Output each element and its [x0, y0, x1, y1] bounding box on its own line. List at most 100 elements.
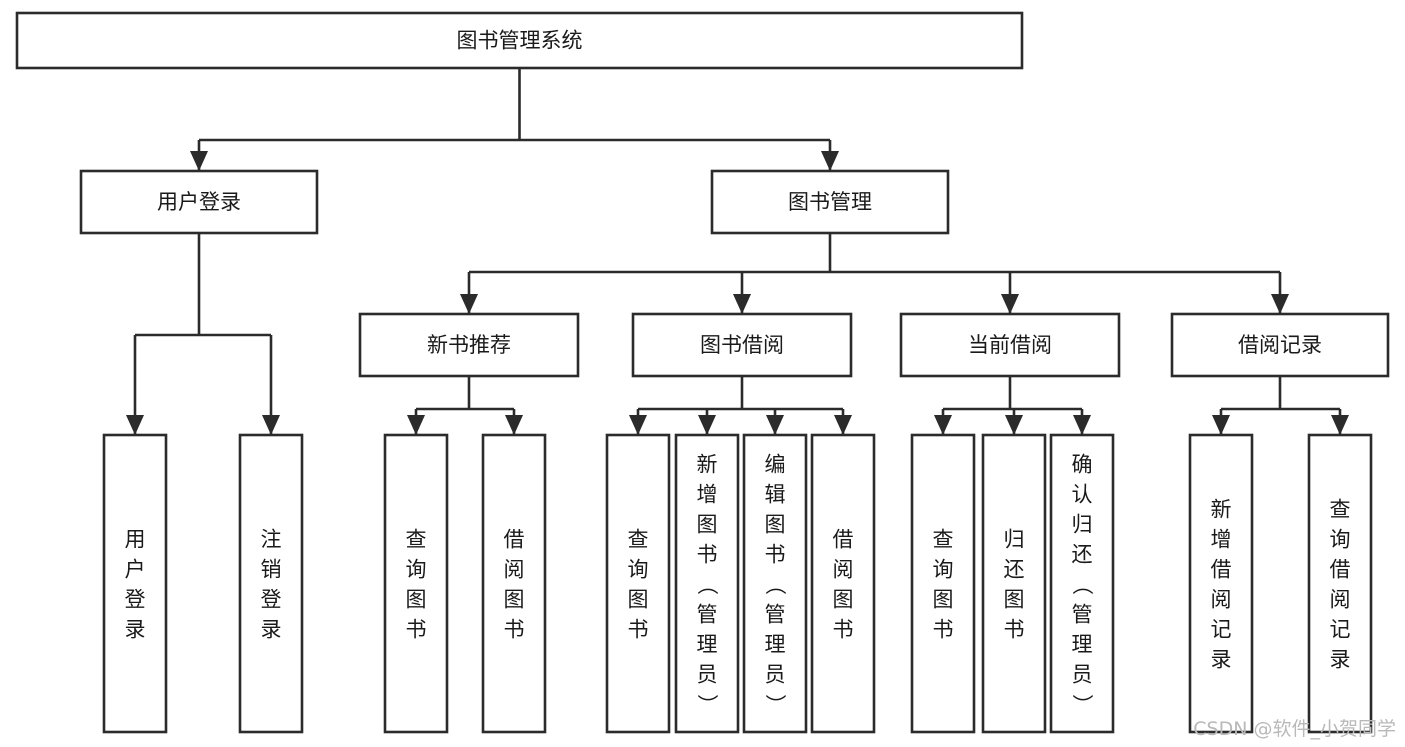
svg-text:确: 确 [1072, 453, 1093, 477]
svg-text:理: 理 [765, 633, 786, 657]
svg-text:注: 注 [261, 528, 282, 552]
svg-text:阅: 阅 [504, 558, 525, 582]
node-box-level2-0[interactable] [79, 169, 319, 235]
arrow-head-mgmt-0 [460, 294, 478, 314]
svg-text:户: 户 [125, 558, 146, 582]
arrow-head-root-1 [821, 151, 839, 171]
svg-text:登: 登 [261, 588, 282, 612]
svg-text:图: 图 [697, 513, 718, 537]
svg-text:书: 书 [504, 618, 525, 642]
svg-text:询: 询 [406, 558, 427, 582]
leaf-box-new_book_recommend-1[interactable] [481, 433, 547, 734]
svg-text:图: 图 [1004, 588, 1025, 612]
svg-text:询: 询 [1330, 528, 1351, 552]
svg-text:阅: 阅 [1211, 588, 1232, 612]
node-box-level3-3[interactable] [1170, 312, 1390, 378]
leaf-box-current_borrow-2[interactable] [1049, 433, 1115, 734]
svg-text:录: 录 [1330, 648, 1351, 672]
arrow-head-login-1 [262, 415, 280, 435]
svg-text:员: 员 [1072, 663, 1093, 687]
leaf-box-book_borrow-3[interactable] [810, 433, 876, 734]
leaf-box-current_borrow-1[interactable] [981, 433, 1047, 734]
svg-text:书: 书 [833, 618, 854, 642]
svg-text:图: 图 [628, 588, 649, 612]
node-box-level3-2[interactable] [899, 312, 1121, 378]
arrow-head-current_borrow-2 [1073, 415, 1091, 435]
arrow-head-book_borrow-3 [834, 415, 852, 435]
leaf-box-user_login-0[interactable] [102, 433, 168, 734]
leaf-box-user_login-1[interactable] [238, 433, 304, 734]
node-box-level3-0[interactable] [358, 312, 580, 378]
svg-text:录: 录 [1211, 648, 1232, 672]
leaf-box-new_book_recommend-0[interactable] [383, 433, 449, 734]
svg-text:归: 归 [1004, 528, 1025, 552]
arrow-head-book_borrow-1 [698, 415, 716, 435]
node-label-level3-2: 当前借阅 [968, 333, 1052, 357]
svg-text:借: 借 [504, 528, 525, 552]
svg-text:询: 询 [628, 558, 649, 582]
svg-text:辑: 辑 [765, 483, 786, 507]
svg-text:（: （ [695, 574, 719, 595]
svg-text:编: 编 [765, 453, 786, 477]
svg-text:理: 理 [697, 633, 718, 657]
node-label-root: 图书管理系统 [457, 29, 583, 53]
arrow-head-current_borrow-1 [1005, 415, 1023, 435]
node-label-level3-0: 新书推荐 [427, 333, 511, 357]
node-box-level2-1[interactable] [710, 169, 950, 235]
svg-text:查: 查 [406, 528, 427, 552]
node-label-level3-1: 图书借阅 [700, 333, 784, 357]
svg-text:图: 图 [833, 588, 854, 612]
svg-text:图: 图 [504, 588, 525, 612]
svg-text:增: 增 [1211, 528, 1232, 552]
svg-text:新: 新 [1211, 498, 1232, 522]
node-box-level3-1[interactable] [631, 312, 853, 378]
connector-layer [126, 68, 1349, 435]
arrow-head-login-0 [126, 415, 144, 435]
svg-text:用: 用 [125, 528, 146, 552]
node-box-root[interactable] [15, 11, 1024, 70]
svg-text:理: 理 [1072, 633, 1093, 657]
svg-text:还: 还 [1004, 558, 1025, 582]
svg-text:记: 记 [1330, 618, 1351, 642]
svg-text:阅: 阅 [833, 558, 854, 582]
arrow-head-borrow_record-1 [1331, 415, 1349, 435]
svg-text:认: 认 [1072, 483, 1093, 507]
svg-text:书: 书 [406, 618, 427, 642]
label-layer: 图书管理系统用户登录图书管理新书推荐图书借阅当前借阅借阅记录用户登录注销登录查询… [125, 29, 1351, 716]
arrow-head-new_book_recommend-0 [407, 415, 425, 435]
box-layer [15, 11, 1390, 734]
arrow-head-book_borrow-0 [629, 415, 647, 435]
svg-text:查: 查 [933, 528, 954, 552]
svg-text:书: 书 [628, 618, 649, 642]
svg-text:录: 录 [125, 618, 146, 642]
leaf-box-current_borrow-0[interactable] [910, 433, 976, 734]
csdn-watermark: CSDN @软件_小贺同学 [1193, 718, 1396, 740]
svg-text:归: 归 [1072, 513, 1093, 537]
node-label-level2-0: 用户登录 [157, 190, 241, 214]
svg-text:查: 查 [1330, 498, 1351, 522]
leaf-box-book_borrow-2[interactable] [742, 433, 808, 734]
svg-text:（: （ [1070, 574, 1094, 595]
svg-text:书: 书 [933, 618, 954, 642]
leaf-box-borrow_record-0[interactable] [1188, 433, 1254, 734]
arrow-head-mgmt-1 [733, 294, 751, 314]
leaf-box-borrow_record-1[interactable] [1307, 433, 1373, 734]
svg-text:书: 书 [1004, 618, 1025, 642]
svg-text:增: 增 [697, 483, 718, 507]
arrow-head-mgmt-3 [1271, 294, 1289, 314]
leaf-box-book_borrow-0[interactable] [605, 433, 671, 734]
arrow-head-borrow_record-0 [1212, 415, 1230, 435]
leaf-box-book_borrow-1[interactable] [674, 433, 740, 734]
svg-text:管: 管 [765, 603, 786, 627]
svg-text:）: ） [695, 694, 719, 715]
arrow-head-root-0 [190, 151, 208, 171]
svg-text:书: 书 [697, 543, 718, 567]
